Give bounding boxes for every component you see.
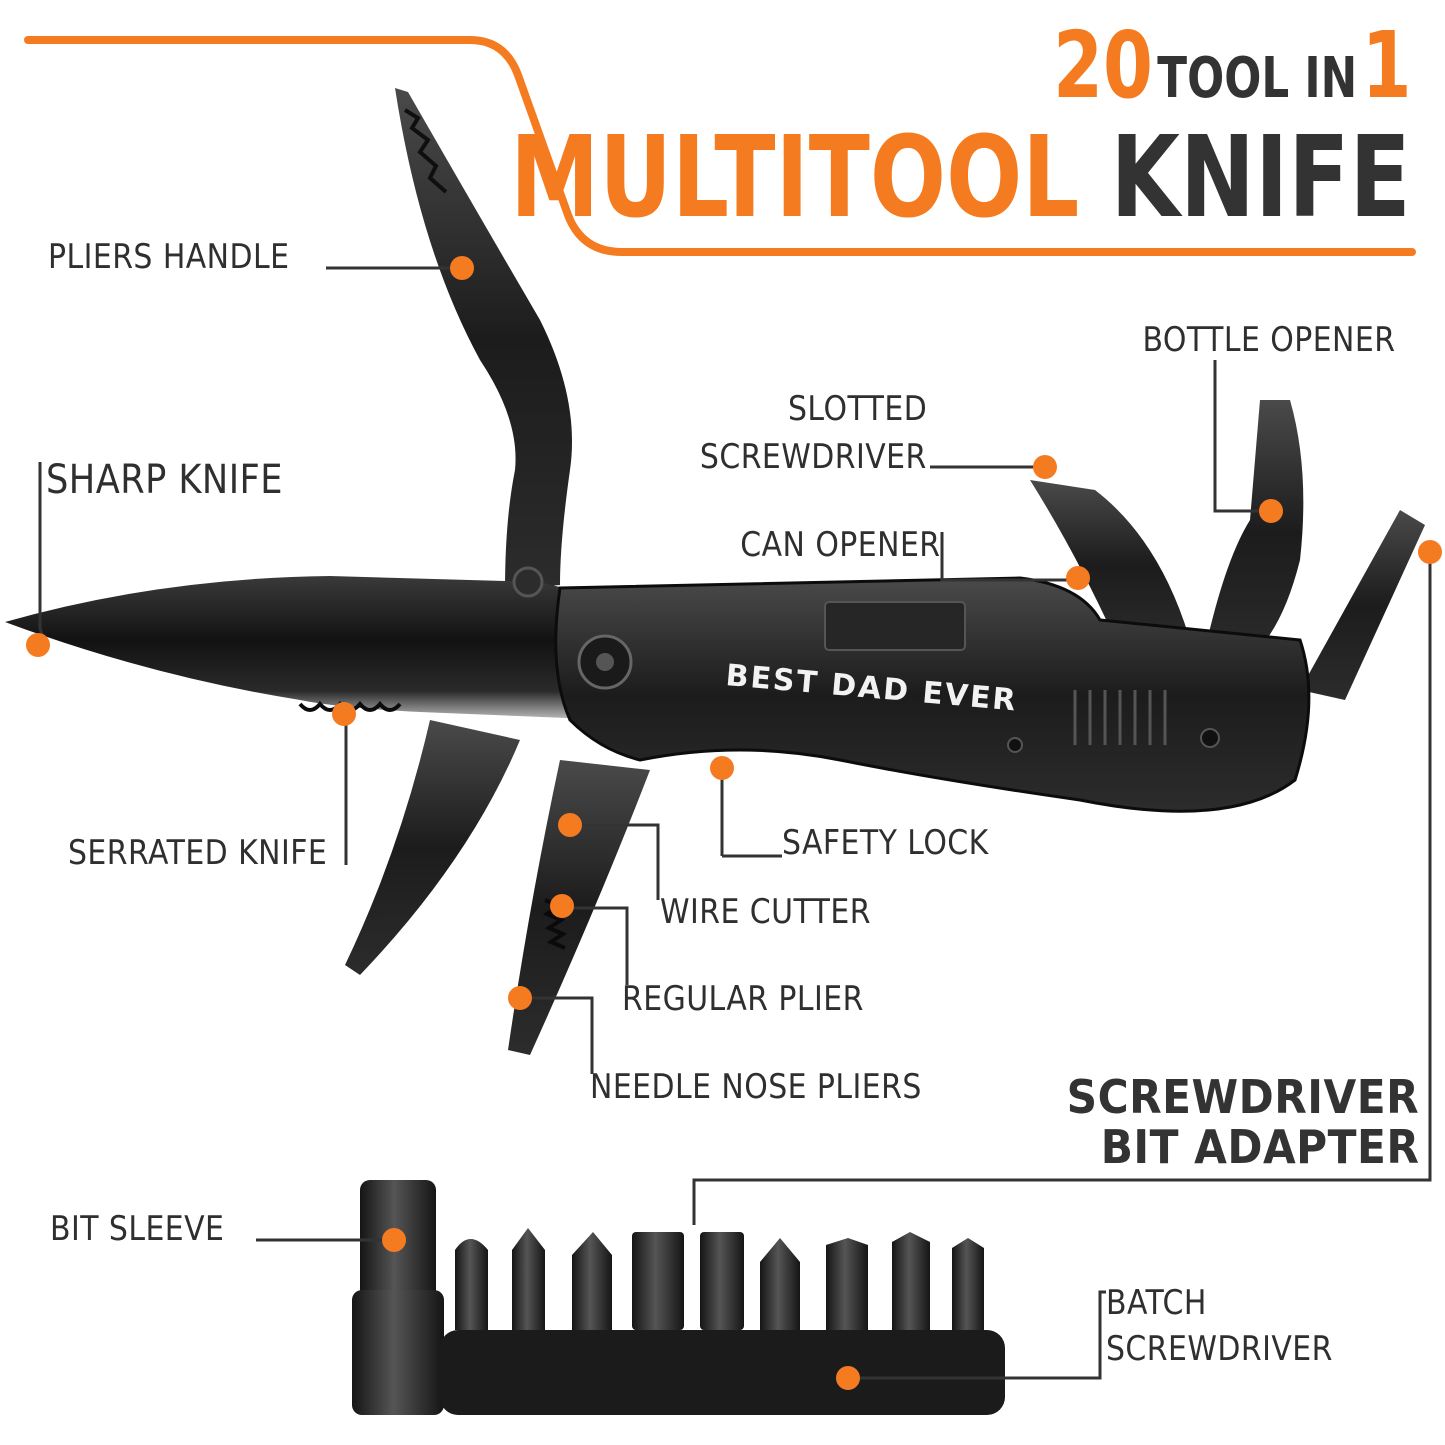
dot-batch-screwdriver bbox=[836, 1366, 860, 1390]
label-batch-line2: SCREWDRIVER bbox=[1106, 1329, 1333, 1369]
label-slotted-line2: SCREWDRIVER bbox=[700, 437, 927, 477]
bottle-opener-tool bbox=[1205, 400, 1304, 665]
dot-bit-adapter bbox=[1418, 540, 1442, 564]
headline-number-start: 20 bbox=[1052, 12, 1153, 119]
headline-word-dark: KNIFE bbox=[1110, 113, 1411, 243]
label-sharp-knife: SHARP KNIFE bbox=[46, 457, 283, 503]
dot-can-opener bbox=[1066, 566, 1090, 590]
dot-bottle-opener bbox=[1259, 499, 1283, 523]
handle-body bbox=[554, 576, 1311, 813]
bit-adapter-tool bbox=[1300, 510, 1425, 700]
dot-pliers-handle bbox=[450, 256, 474, 280]
header-swoosh bbox=[24, 36, 1416, 256]
dot-sharp-knife bbox=[26, 633, 50, 657]
callout-dots bbox=[26, 256, 1442, 1390]
dot-wire-cutter bbox=[558, 813, 582, 837]
knife-blade bbox=[5, 576, 615, 720]
dot-bit-sleeve bbox=[382, 1228, 406, 1252]
label-regular-plier: REGULAR PLIER bbox=[622, 979, 864, 1019]
label-batch-line1: BATCH bbox=[1106, 1283, 1207, 1323]
label-bit-sleeve: BIT SLEEVE bbox=[50, 1209, 225, 1249]
slotted-screwdriver-tool bbox=[1030, 480, 1190, 650]
label-pliers-handle: PLIERS HANDLE bbox=[48, 237, 290, 277]
label-wire-cutter: WIRE CUTTER bbox=[660, 892, 871, 932]
label-adapter-line1: SCREWDRIVER bbox=[1066, 1070, 1419, 1124]
dot-needle-nose bbox=[508, 986, 532, 1010]
label-bottle-opener: BOTTLE OPENER bbox=[1142, 320, 1395, 360]
headline-word-orange: MULTITOOL bbox=[510, 113, 1080, 243]
dot-safety-lock bbox=[710, 756, 734, 780]
headline-number-end: 1 bbox=[1361, 12, 1411, 119]
leader-lines bbox=[38, 266, 1432, 1380]
label-needle-nose-pliers: NEEDLE NOSE PLIERS bbox=[590, 1067, 922, 1107]
label-adapter-line2: BIT ADAPTER bbox=[1100, 1120, 1419, 1174]
headline-middle: TOOL IN bbox=[1156, 46, 1357, 111]
grip-ridges bbox=[1073, 690, 1167, 745]
pliers-handle-shape bbox=[395, 88, 572, 590]
label-can-opener: CAN OPENER bbox=[740, 525, 941, 565]
label-serrated-knife: SERRATED KNIFE bbox=[68, 833, 328, 873]
dot-slotted-screwdriver bbox=[1033, 455, 1057, 479]
headline-line1: 20 TOOL IN 1 bbox=[1053, 20, 1411, 112]
bit-set bbox=[352, 1180, 1005, 1415]
plier-jaw-left bbox=[345, 720, 520, 975]
label-safety-lock: SAFETY LOCK bbox=[782, 823, 989, 863]
pliers-handle-teeth bbox=[403, 108, 448, 194]
label-slotted-line1: SLOTTED bbox=[787, 389, 927, 429]
dot-serrated-knife bbox=[332, 702, 356, 726]
dot-regular-plier bbox=[550, 894, 574, 918]
headline-line2: MULTITOOL KNIFE bbox=[510, 122, 1411, 234]
